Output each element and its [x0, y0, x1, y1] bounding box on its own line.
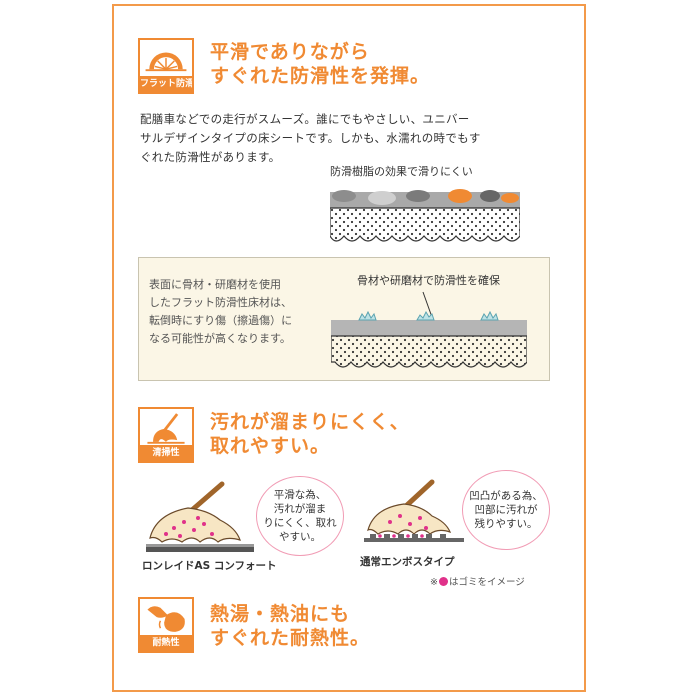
- section3-heading: 熱湯・熱油にも すぐれた耐熱性。: [210, 602, 370, 650]
- bubble-line: 平滑な為、: [273, 489, 327, 501]
- heading-line: 取れやすい。: [210, 435, 331, 457]
- anti-slip-resin-diagram: [330, 189, 520, 242]
- comparison-line: 転倒時にすり傷（擦過傷）に: [149, 314, 293, 327]
- flat-anti-slip-badge: フラット防滑: [138, 38, 194, 94]
- heading-line: すぐれた耐熱性。: [210, 627, 371, 649]
- section2-heading: 汚れが溜まりにくく、 取れやすい。: [210, 410, 410, 458]
- badge-label: 耐熱性: [140, 635, 192, 651]
- body-line: ぐれた防滑性があります。: [140, 150, 281, 164]
- heading-line: 熱湯・熱油にも: [210, 603, 351, 625]
- cleanability-badge: 清掃性: [138, 407, 194, 463]
- smooth-floor-bubble: 平滑な為、 汚れが溜ま りにくく、取れ やすい。: [256, 476, 344, 556]
- caption-smooth: ロンレイドAS コンフォート: [142, 560, 277, 572]
- bubble-line: 凹部に汚れが: [474, 504, 538, 516]
- aggregate-floor-diagram: [331, 291, 527, 368]
- badge-label: 清掃性: [140, 445, 192, 461]
- mop-icon: [147, 413, 185, 444]
- dust-note: ※ はゴミをイメージ: [430, 574, 525, 588]
- heading-line: 平滑でありながら: [210, 41, 370, 63]
- caption-embossed: 通常エンボスタイプ: [360, 556, 455, 568]
- smooth-floor-mop-illustration: [146, 481, 254, 552]
- bubble-line: 残りやすい。: [474, 518, 538, 530]
- body-line: サルデザインタイプの床シートです。しかも、水濡れの時でもす: [140, 131, 481, 145]
- section1-heading: 平滑でありながら すぐれた防滑性を発揮。: [210, 40, 430, 88]
- bubble-line: 凹凸がある為、: [469, 490, 543, 502]
- hot-oil-icon: [147, 606, 185, 632]
- comparison-text: 表面に骨材・研磨材を使用 したフラット防滑性床材は、 転倒時にすり傷（擦過傷）に…: [149, 276, 292, 348]
- embossed-floor-bubble: 凹凸がある為、 凹部に汚れが 残りやすい。: [462, 470, 550, 550]
- heat-resistance-badge: 耐熱性: [138, 597, 194, 653]
- bubble-line: りにくく、取れ: [263, 517, 337, 529]
- bubble-line: やすい。: [279, 531, 321, 543]
- orange-slice-icon: [145, 52, 187, 72]
- embossed-floor-mop-illustration: [364, 479, 464, 542]
- diagram2-label: 骨材や研磨材で防滑性を確保: [357, 274, 500, 287]
- comparison-box: 表面に骨材・研磨材を使用 したフラット防滑性床材は、 転倒時にすり傷（擦過傷）に…: [138, 257, 550, 381]
- heading-line: すぐれた防滑性を発揮。: [210, 65, 431, 87]
- badge-label: フラット防滑: [140, 76, 192, 92]
- comparison-line: なる可能性が高くなります。: [149, 332, 291, 345]
- heading-line: 汚れが溜まりにくく、: [210, 411, 410, 433]
- note-prefix: ※: [430, 577, 438, 588]
- comparison-line: したフラット防滑性床材は、: [149, 296, 292, 309]
- bubble-line: 汚れが溜ま: [273, 503, 327, 515]
- section1-body: 配膳車などでの走行がスムーズ。誰にでもやさしい、ユニバー サルデザインタイプの床…: [140, 110, 481, 167]
- dust-dot-icon: [438, 577, 448, 586]
- note-text: はゴミをイメージ: [448, 577, 525, 588]
- comparison-line: 表面に骨材・研磨材を使用: [149, 278, 281, 291]
- body-line: 配膳車などでの走行がスムーズ。誰にでもやさしい、ユニバー: [140, 112, 470, 126]
- diagram1-label: 防滑樹脂の効果で滑りにくい: [330, 165, 473, 178]
